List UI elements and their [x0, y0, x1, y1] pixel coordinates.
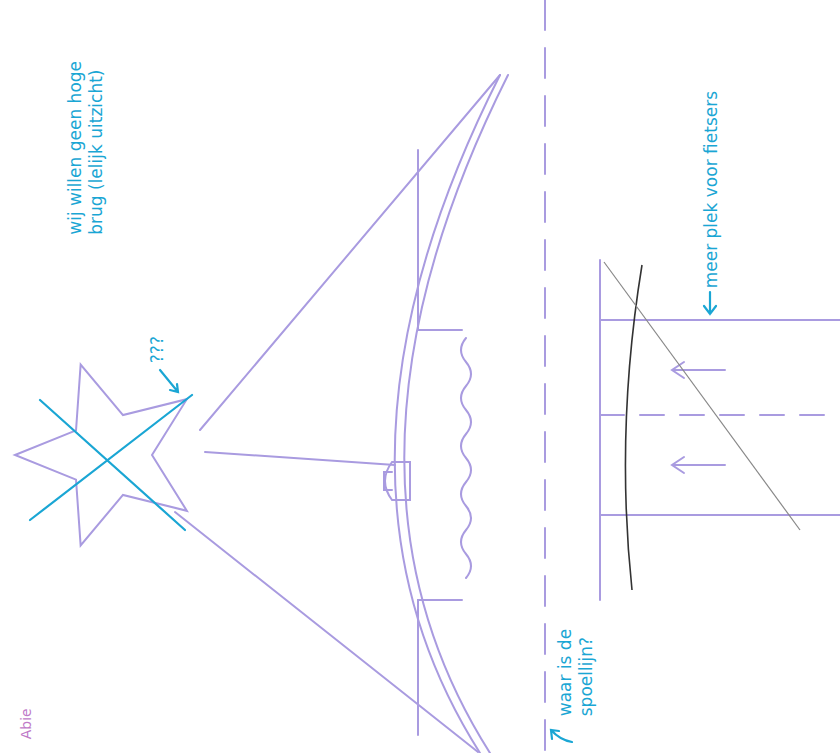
note-text: waar is de spoellijn?: [555, 604, 598, 716]
road-edge: [600, 514, 840, 516]
signature: Abie: [17, 709, 35, 740]
road-edge: [600, 319, 840, 321]
note-text: meer plek voor fietsers: [701, 91, 722, 288]
bridge-deck: [404, 75, 508, 753]
bridge-cable: [205, 452, 395, 465]
road-edge: [599, 260, 601, 600]
railway-line: [544, 0, 546, 753]
canal-bank: [418, 150, 462, 330]
crossed-star: [15, 365, 187, 546]
boat: [385, 462, 410, 500]
boat: [384, 472, 392, 490]
sketch-line: [604, 262, 800, 530]
leader-arrow: [160, 370, 178, 392]
canal-bank: [418, 600, 462, 735]
sketch-line: [625, 265, 642, 590]
bridge-cable: [175, 512, 478, 752]
traffic-arrow: [672, 362, 725, 378]
note-text: ???: [147, 336, 168, 363]
leader-arrow: [704, 292, 716, 314]
lane-divider: [600, 414, 840, 416]
traffic-arrow: [672, 457, 725, 473]
cross-mark: [30, 395, 192, 520]
leader-arrow: [551, 730, 572, 742]
bridge-cable: [200, 75, 500, 430]
bridge-deck: [395, 75, 500, 753]
water-waves: [461, 338, 471, 578]
cross-mark: [40, 400, 185, 530]
note-text: wij willen geen hoge brug (lelijk uitzic…: [65, 30, 108, 235]
